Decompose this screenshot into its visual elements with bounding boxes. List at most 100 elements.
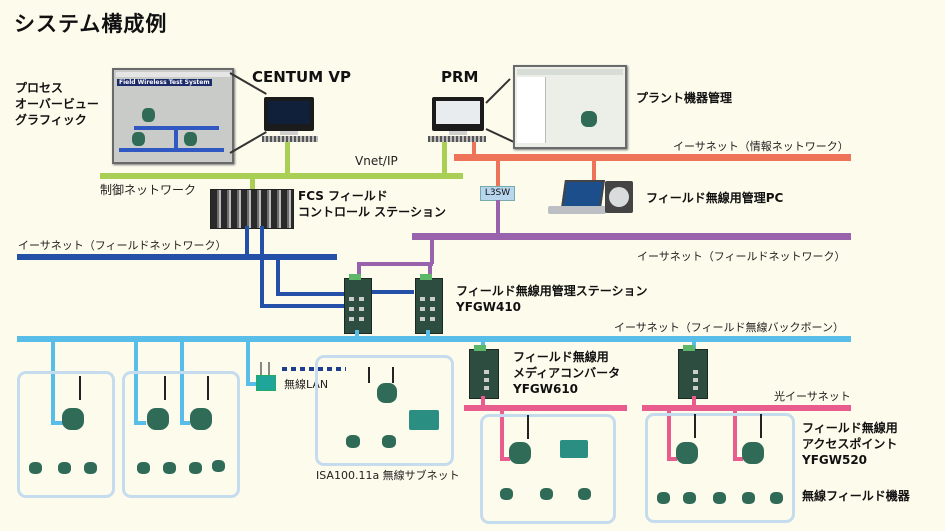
process-graphic-screenshot: Field Wireless Test System <box>112 68 234 164</box>
wireless-subnet-frame <box>480 414 616 524</box>
transmitter-icon <box>132 132 145 146</box>
field-device-icon <box>713 492 726 504</box>
field-device-icon <box>84 462 97 474</box>
prm-screenshot <box>513 65 627 149</box>
pipe <box>174 126 178 152</box>
access-point-icon <box>190 408 212 430</box>
antenna-icon <box>527 415 529 439</box>
access-point-label: フィールド無線用 アクセスポイント YFGW520 <box>802 420 898 468</box>
label-line: メディアコンバータ <box>513 366 621 380</box>
wireless-subnet-frame <box>122 371 240 498</box>
backbone-drop <box>426 330 430 338</box>
control-network-line <box>100 173 463 179</box>
ethernet-backbone-label: イーサネット（フィールド無線バックボーン） <box>614 321 845 334</box>
keyboard-icon <box>262 136 318 142</box>
field-device-icon <box>137 462 150 474</box>
purple-branch <box>430 236 434 264</box>
antenna-icon <box>392 367 394 383</box>
label-line: プロセス <box>15 81 64 95</box>
antenna-icon <box>368 367 370 383</box>
control-network-drop <box>285 142 290 175</box>
fcs-blue-drop <box>245 226 249 256</box>
media-converter-label: フィールド無線用 メディアコンバータ YFGW610 <box>513 349 620 397</box>
cd-disc-icon <box>609 187 629 207</box>
yfgw610-converter-icon <box>469 345 499 399</box>
info-network-drop <box>472 142 476 156</box>
label-line: コントロール ステーション <box>298 205 446 219</box>
field-device-icon <box>189 462 202 474</box>
wireless-subnet-frame <box>17 371 115 498</box>
io-module-icon <box>560 440 588 458</box>
backbone-drop <box>134 340 138 425</box>
wireless-lan-ap-icon <box>256 375 276 391</box>
transmitter-icon <box>581 111 597 127</box>
access-point-icon <box>377 383 397 403</box>
field-wireless-pc-label: フィールド無線用管理PC <box>646 191 784 205</box>
control-network-drop <box>250 176 255 190</box>
field-device-icon <box>578 488 591 500</box>
yfgw410-switch-icon <box>415 274 443 334</box>
backbone-drop <box>180 421 190 425</box>
page-title: システム構成例 <box>14 12 168 36</box>
antenna-icon <box>694 414 696 438</box>
control-network-label: 制御ネットワーク <box>100 183 197 197</box>
label-line: FCS フィールド <box>298 189 388 203</box>
label-line: YFGW410 <box>456 300 522 314</box>
device-tree <box>517 77 546 143</box>
io-module-icon <box>409 410 439 430</box>
blue-branch <box>260 304 346 308</box>
process-overview-label: プロセス オーバービュー グラフィック <box>15 80 99 128</box>
prm-monitor-icon <box>432 97 484 131</box>
antenna-icon <box>760 414 762 438</box>
optical-drop <box>733 457 743 461</box>
pipe <box>119 148 224 152</box>
field-device-icon <box>742 492 755 504</box>
field-device-icon <box>346 435 360 448</box>
optical-drop <box>500 409 504 461</box>
laptop-screen-icon <box>561 180 605 208</box>
field-device-icon <box>58 462 71 474</box>
wireless-field-devices-label: 無線フィールド機器 <box>802 489 910 503</box>
screen-caption: Field Wireless Test System <box>117 79 212 86</box>
access-point-icon <box>147 408 169 430</box>
label-line: アクセスポイント <box>802 437 898 451</box>
optical-drop <box>667 457 677 461</box>
mgmt-station-label: フィールド無線用管理ステーション YFGW410 <box>456 283 648 315</box>
callout-line <box>485 128 514 143</box>
label-line: YFGW610 <box>513 382 579 396</box>
laptop-base-icon <box>548 206 606 214</box>
field-device-icon <box>540 488 553 500</box>
field-device-icon <box>500 488 513 500</box>
prm-label: PRM <box>441 68 479 86</box>
field-device-icon <box>683 492 696 504</box>
optical-drop <box>692 396 696 406</box>
optical-drop <box>500 457 510 461</box>
fcs-blue-drop <box>276 256 280 296</box>
plant-device-mgmt-label: プラント機器管理 <box>636 91 733 105</box>
optical-drop <box>481 396 485 406</box>
ethernet-field-right-label: イーサネット（フィールドネットワーク） <box>637 250 846 263</box>
wireless-subnet-frame <box>645 413 795 523</box>
blue-branch <box>370 290 414 294</box>
field-device-icon <box>382 435 396 448</box>
callout-line <box>485 78 511 104</box>
purple-branch <box>357 262 361 280</box>
screen-toolbar <box>116 72 230 77</box>
isa-subnet-frame <box>315 355 454 466</box>
optical-ethernet-line <box>642 405 851 411</box>
l3sw-box: L3SW <box>480 186 515 201</box>
label-line: フィールド無線用 <box>513 350 609 364</box>
field-network-blue-line <box>17 254 337 260</box>
fcs-hardware-icon <box>210 189 294 229</box>
info-network-line <box>454 154 851 161</box>
access-point-icon <box>742 442 764 464</box>
optical-ethernet-label: 光イーサネット <box>774 390 851 403</box>
label-line: YFGW520 <box>802 453 868 467</box>
backbone-drop <box>134 421 146 425</box>
purple-branch <box>428 262 432 280</box>
field-device-icon <box>29 462 42 474</box>
fcs-label: FCS フィールド コントロール ステーション <box>298 188 446 220</box>
optical-drop <box>667 409 671 461</box>
optical-ethernet-line <box>464 405 627 411</box>
yfgw610-converter-icon <box>678 345 708 399</box>
